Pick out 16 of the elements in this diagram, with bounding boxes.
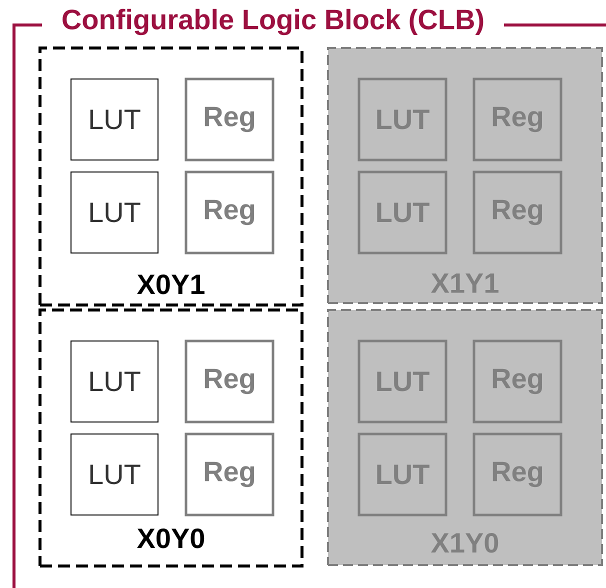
lut-box: LUT [70, 434, 158, 516]
register-box: Reg [472, 432, 562, 516]
register-box: Reg [472, 170, 562, 254]
register-box: Reg [184, 78, 274, 162]
register-box: Reg [472, 340, 562, 424]
lut-box: LUT [358, 170, 448, 254]
register-box: Reg [472, 78, 562, 162]
lut-box: LUT [358, 432, 448, 516]
lut-box: LUT [358, 340, 448, 424]
lut-box: LUT [70, 172, 158, 254]
lut-box: LUT [70, 340, 158, 422]
register-box: Reg [184, 432, 274, 516]
register-box: Reg [184, 340, 274, 424]
register-box: Reg [184, 170, 274, 254]
lut-box: LUT [70, 78, 158, 160]
lut-box: LUT [358, 78, 448, 162]
